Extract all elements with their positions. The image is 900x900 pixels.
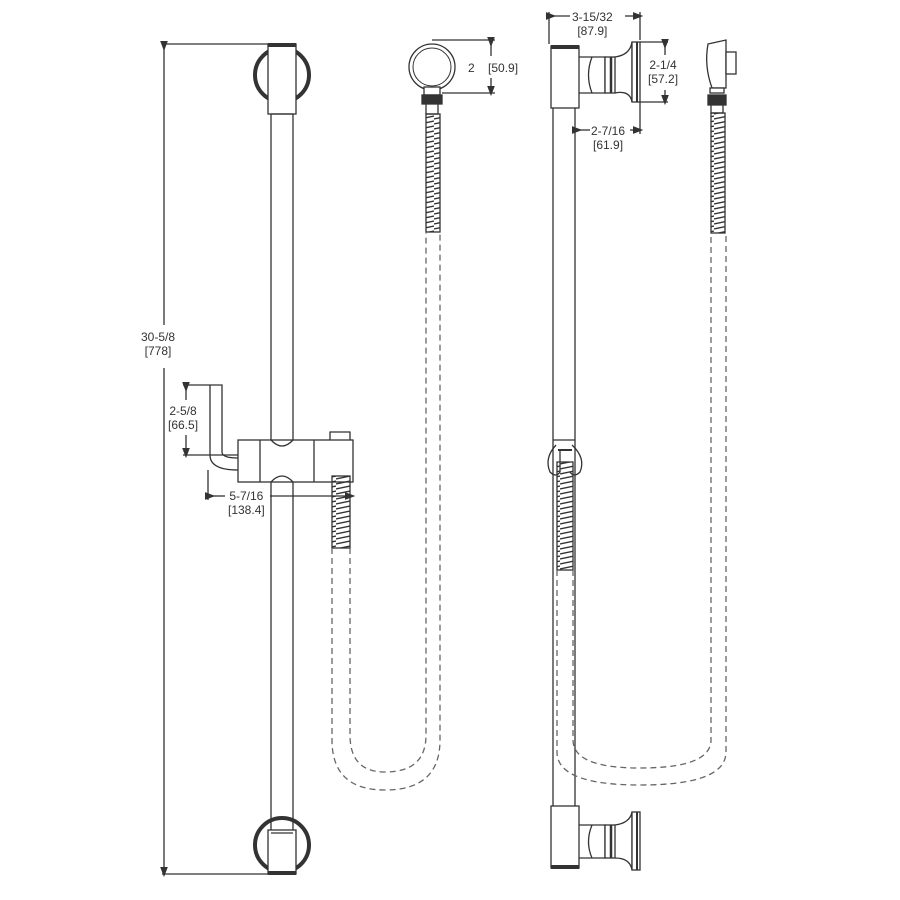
hand-shower-connector-side bbox=[706, 39, 737, 114]
slider-holder bbox=[209, 384, 354, 483]
bracket-depth-label: 3-15/32 [87.9] bbox=[572, 10, 613, 38]
hose-coil-side bbox=[556, 461, 574, 571]
bar-offset-imperial: 2-7/16 bbox=[591, 124, 626, 138]
overall-height-metric: [778] bbox=[144, 344, 172, 358]
holder-projection-label: 5-7/16 [138.4] bbox=[228, 489, 265, 517]
hose-coil-top-front bbox=[425, 113, 441, 233]
slide-bar-side bbox=[552, 108, 576, 806]
holder-height-imperial: 2-5/8 bbox=[169, 404, 197, 418]
bracket-depth-dimension bbox=[545, 12, 644, 44]
connector-diameter-metric: [50.9] bbox=[488, 61, 519, 75]
hose-dashed-front bbox=[331, 232, 441, 791]
hand-shower-connector-front bbox=[408, 43, 456, 115]
flange-diameter-metric: [57.2] bbox=[648, 72, 679, 86]
front-view bbox=[160, 36, 495, 878]
holder-height-dimension bbox=[182, 381, 238, 459]
bar-offset-dimension bbox=[571, 102, 644, 134]
top-bracket bbox=[550, 41, 641, 109]
bottom-bracket bbox=[550, 805, 641, 871]
bar-offset-label: 2-7/16 [61.9] bbox=[591, 124, 625, 152]
slide-bar bbox=[270, 113, 294, 833]
hose-dashed-side bbox=[556, 233, 727, 786]
overall-height-imperial: 30-5/8 bbox=[141, 330, 176, 344]
hose-coil-top-side bbox=[710, 112, 726, 234]
holder-projection-imperial: 5-7/16 bbox=[229, 489, 264, 503]
holder-height-metric: [66.5] bbox=[168, 418, 199, 432]
bracket-depth-metric: [87.9] bbox=[577, 24, 608, 38]
bottom-wall-mount bbox=[253, 816, 311, 875]
bracket-depth-imperial: 3-15/32 bbox=[572, 10, 613, 24]
holder-projection-metric: [138.4] bbox=[228, 503, 265, 517]
connector-diameter-label: 2 [50.9] bbox=[468, 61, 518, 75]
top-wall-mount bbox=[253, 43, 311, 115]
hose-coil-front bbox=[331, 475, 351, 549]
side-view bbox=[545, 12, 737, 871]
flange-diameter-label: 2-1/4 [57.2] bbox=[648, 58, 678, 86]
flange-diameter-dimension bbox=[640, 38, 669, 106]
holder-height-label: 2-5/8 [66.5] bbox=[168, 404, 198, 432]
bar-offset-metric: [61.9] bbox=[593, 138, 624, 152]
connector-diameter-imperial: 2 bbox=[468, 61, 475, 75]
flange-diameter-imperial: 2-1/4 bbox=[649, 58, 677, 72]
overall-height-dimension bbox=[160, 40, 275, 878]
connector-diameter-dimension bbox=[432, 36, 495, 97]
overall-height-label: 30-5/8 [778] bbox=[141, 330, 175, 358]
